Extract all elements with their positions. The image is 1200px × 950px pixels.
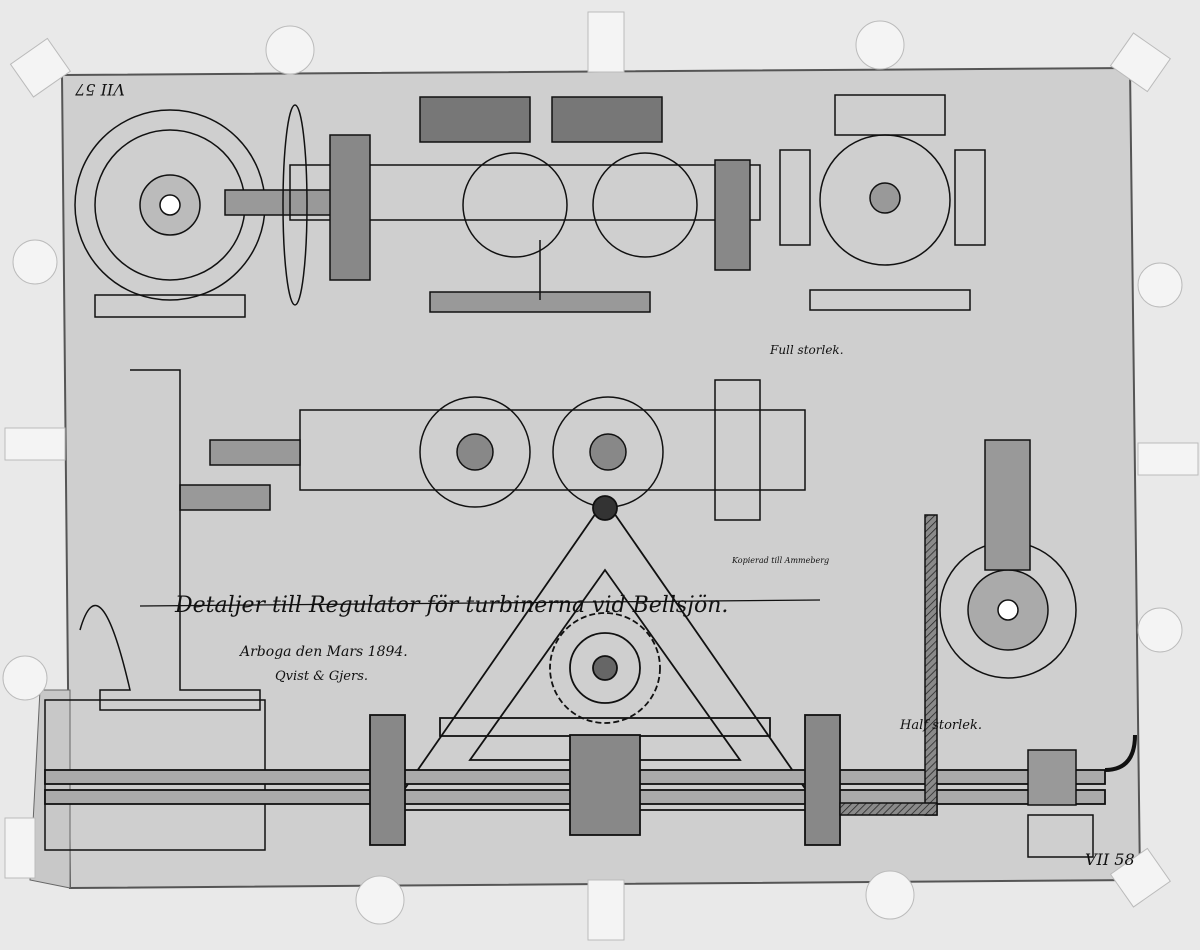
tape-pieces <box>2 11 1199 941</box>
sheet-number-bottom: VII 58 <box>1085 850 1135 869</box>
scale-full-label: Full storlek. <box>769 343 844 357</box>
scale-half-label: Half storlek. <box>899 718 982 733</box>
copy-note: Kopierad till Ammeberg <box>731 556 829 565</box>
half-size-gear-and-rack <box>44 495 1106 846</box>
full-size-end-view <box>779 94 986 311</box>
half-size-bracket <box>839 439 1137 858</box>
firm-name: Qvist & Gjers. <box>275 669 368 684</box>
drawing-title: Detaljer till Regulator för turbinerna v… <box>174 593 728 618</box>
full-size-side-view-left <box>74 109 346 318</box>
place-date: Arboga den Mars 1894. <box>238 644 408 660</box>
full-size-regulator-top-view <box>282 96 761 313</box>
sheet-number-top: VII 57 <box>74 80 124 99</box>
half-size-regulator-plan <box>44 369 806 851</box>
